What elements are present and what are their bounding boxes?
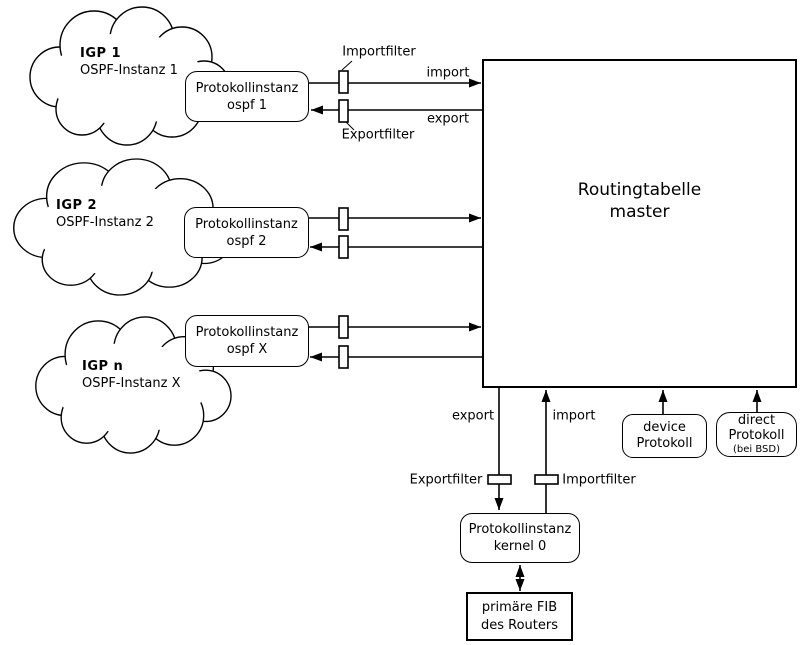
- import-filter-row2: [338, 207, 349, 231]
- cloud-label-igpn: IGP n OSPF-Instanz X: [82, 358, 181, 392]
- kernel-protocol-box: Protokollinstanz kernel 0: [460, 513, 580, 563]
- importfilter-label-top: Importfilter: [342, 44, 416, 60]
- device-protocol-line2: Protokoll: [636, 436, 693, 451]
- protocol-box-ospf-x-line2: ospf X: [226, 342, 268, 357]
- protocol-box-ospf-2-line2: ospf 2: [226, 233, 267, 249]
- igp2-subtitle: OSPF-Instanz 2: [56, 215, 154, 230]
- igpn-title: IGP n: [82, 359, 124, 374]
- import-filter-row3: [338, 315, 349, 339]
- import-filter-row1: [338, 70, 349, 94]
- export-filter-row2: [338, 235, 349, 259]
- import-label-bottom: import: [552, 408, 596, 424]
- protocol-box-ospf-1-line1: Protokollinstanz: [195, 80, 299, 96]
- kernel-protocol-line2: kernel 0: [493, 539, 547, 554]
- importfilter-label-bottom: Importfilter: [562, 472, 636, 488]
- igp1-title: IGP 1: [80, 46, 122, 61]
- export-filter-row1: [338, 99, 349, 123]
- direct-protocol-line1: direct: [737, 413, 776, 428]
- export-filter-row3: [338, 345, 349, 369]
- master-title-line2: master: [609, 202, 670, 222]
- direct-protocol-line2: Protokoll: [728, 428, 785, 443]
- exportfilter-label-bottom: Exportfilter: [409, 472, 483, 488]
- protocol-box-ospf-x: Protokollinstanz ospf X: [185, 315, 309, 367]
- protocol-box-ospf-1: Protokollinstanz ospf 1: [185, 71, 309, 122]
- igp2-title: IGP 2: [56, 198, 98, 213]
- device-protocol-box: device Protokoll: [622, 414, 707, 458]
- master-title-line1: Routingtabelle: [577, 180, 702, 200]
- importfilter-leader-top: [341, 60, 353, 71]
- direct-protocol-line3: (bei BSD): [733, 444, 780, 455]
- exportfilter-leader-top: [345, 121, 355, 131]
- export-label-bottom: export: [451, 408, 495, 424]
- import-filter-kernel: [534, 474, 559, 485]
- fib-line2: des Routers: [480, 617, 558, 633]
- kernel-protocol-line1: Protokollinstanz: [468, 522, 572, 537]
- fib-box: primäre FIB des Routers: [466, 592, 573, 641]
- protocol-box-ospf-2-line1: Protokollinstanz: [195, 216, 298, 232]
- protocol-box-ospf-2: Protokollinstanz ospf 2: [184, 207, 309, 258]
- exportfilter-label-top: Exportfilter: [341, 127, 415, 143]
- igp1-subtitle: OSPF-Instanz 1: [80, 63, 178, 78]
- import-label-top: import: [426, 65, 470, 81]
- export-label-top: export: [426, 111, 470, 127]
- export-filter-kernel: [487, 474, 512, 485]
- device-protocol-line1: device: [643, 420, 686, 435]
- igpn-subtitle: OSPF-Instanz X: [82, 376, 181, 391]
- direct-protocol-box: direct Protokoll (bei BSD): [716, 412, 797, 457]
- protocol-box-ospf-1-line2: ospf 1: [227, 97, 267, 113]
- cloud-label-igp1: IGP 1 OSPF-Instanz 1: [80, 45, 178, 79]
- cloud-label-igp2: IGP 2 OSPF-Instanz 2: [56, 197, 154, 231]
- routing-table-master-title: Routingtabelle master: [482, 179, 797, 223]
- routing-table-master-box: [482, 59, 797, 388]
- protocol-box-ospf-x-line1: Protokollinstanz: [195, 325, 299, 340]
- fib-line1: primäre FIB: [481, 599, 558, 615]
